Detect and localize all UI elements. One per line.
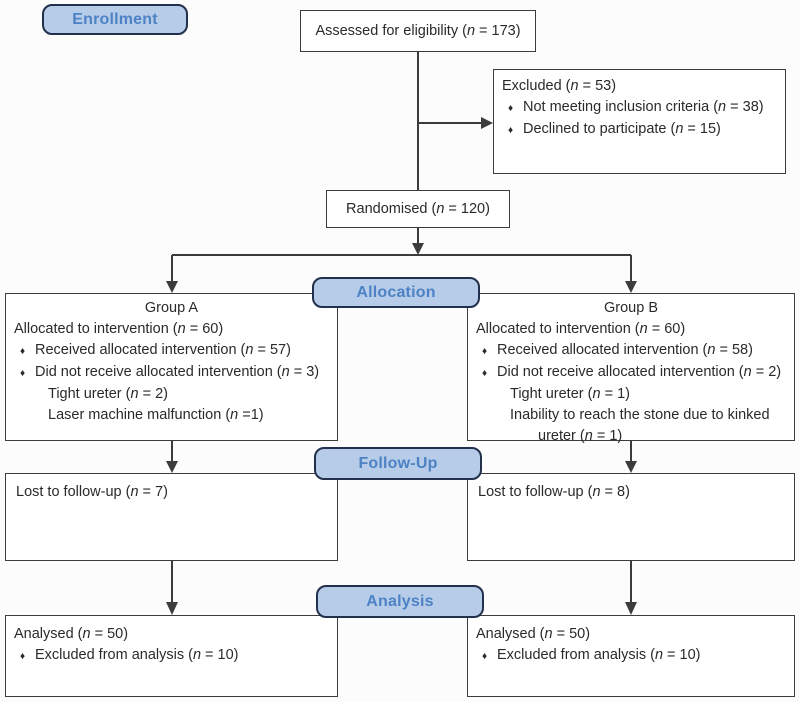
bullet-diamond-icon: ♦ (482, 651, 488, 662)
analysis-badge: Analysis (316, 585, 484, 618)
group-b-to-lost-arrow (625, 441, 637, 473)
excluded-item-text: Not meeting inclusion criteria (n = 38) (523, 99, 764, 115)
lost-followup-a-box: Lost to follow-up (n = 7) (5, 473, 338, 561)
excluded-box: Excluded (n = 53) ♦ Not meeting inclusio… (493, 69, 786, 174)
allocation-badge: Allocation (312, 277, 480, 308)
follow-up-badge: Follow-Up (314, 447, 482, 480)
excluded-title: Excluded (n = 53) (502, 78, 617, 94)
bullet-diamond-icon: ♦ (20, 651, 26, 662)
group-a-title: Group A (144, 300, 199, 316)
assessed-box: Assessed for eligibility (n = 173) (300, 10, 536, 52)
lost-followup-a-text: Lost to follow-up (n = 7) (16, 484, 168, 500)
group-a-item: ♦ Received allocated intervention (n = 5… (14, 340, 329, 362)
excluded-item-text: Declined to participate (n = 15) (523, 121, 721, 137)
lost-followup-b-text: Lost to follow-up (n = 8) (478, 484, 630, 500)
excluded-arrow (418, 117, 493, 129)
randomised-split-arrow (166, 228, 637, 293)
bullet-diamond-icon: ♦ (508, 125, 514, 136)
group-a-allocated: Allocated to intervention (n = 60) (14, 321, 224, 337)
group-b-item: ♦ Received allocated intervention (n = 5… (476, 340, 786, 362)
group-b-title: Group B (604, 300, 658, 316)
lost-followup-b-box: Lost to follow-up (n = 8) (467, 473, 795, 561)
analysed-a-item-text: Excluded from analysis (n = 10) (35, 647, 239, 663)
excluded-item: ♦ Declined to participate (n = 15) (502, 119, 777, 141)
lost-a-to-analysed-arrow (166, 561, 178, 615)
analysed-a-title: Analysed (n = 50) (14, 626, 129, 642)
group-a-to-lost-arrow (166, 441, 178, 473)
excluded-item: ♦ Not meeting inclusion criteria (n = 38… (502, 97, 777, 119)
group-a-reason: Laser machine malfunction (n =1) (48, 407, 264, 423)
group-a-item: ♦ Did not receive allocated intervention… (14, 362, 329, 384)
analysed-b-title: Analysed (n = 50) (476, 626, 591, 642)
assessed-text: Assessed for eligibility (n = 173) (315, 22, 521, 39)
bullet-diamond-icon: ♦ (20, 346, 26, 357)
bullet-diamond-icon: ♦ (482, 346, 488, 357)
lost-b-to-analysed-arrow (625, 561, 637, 615)
analysed-b-item: ♦ Excluded from analysis (n = 10) (476, 645, 784, 667)
analysed-a-box: Analysed (n = 50) ♦ Excluded from analys… (5, 615, 338, 697)
enrollment-badge: Enrollment (42, 4, 188, 35)
group-b-box: Group B Allocated to intervention (n = 6… (467, 293, 795, 444)
group-b-item-text: Received allocated intervention (n = 58) (497, 342, 753, 358)
bullet-diamond-icon: ♦ (482, 368, 488, 379)
group-a-item-text: Did not receive allocated intervention (… (35, 364, 320, 380)
group-a-box: Group A Allocated to intervention (n = 6… (5, 293, 338, 441)
bullet-diamond-icon: ♦ (20, 368, 26, 379)
randomised-box: Randomised (n = 120) (326, 190, 510, 228)
analysed-b-box: Analysed (n = 50) ♦ Excluded from analys… (467, 615, 795, 697)
group-b-reason: Tight ureter (n = 1) (510, 386, 630, 402)
bullet-diamond-icon: ♦ (508, 103, 514, 114)
group-b-reason: ureter (n = 1) (538, 428, 623, 444)
group-b-item: ♦ Did not receive allocated intervention… (476, 362, 786, 384)
group-a-reason: Tight ureter (n = 2) (48, 386, 168, 402)
group-b-item-text: Did not receive allocated intervention (… (497, 364, 782, 380)
randomised-text: Randomised (n = 120) (346, 200, 490, 217)
group-a-item-text: Received allocated intervention (n = 57) (35, 342, 291, 358)
group-b-allocated: Allocated to intervention (n = 60) (476, 321, 686, 337)
analysed-b-item-text: Excluded from analysis (n = 10) (497, 647, 701, 663)
group-b-reason: Inability to reach the stone due to kink… (510, 407, 770, 423)
analysed-a-item: ♦ Excluded from analysis (n = 10) (14, 645, 327, 667)
